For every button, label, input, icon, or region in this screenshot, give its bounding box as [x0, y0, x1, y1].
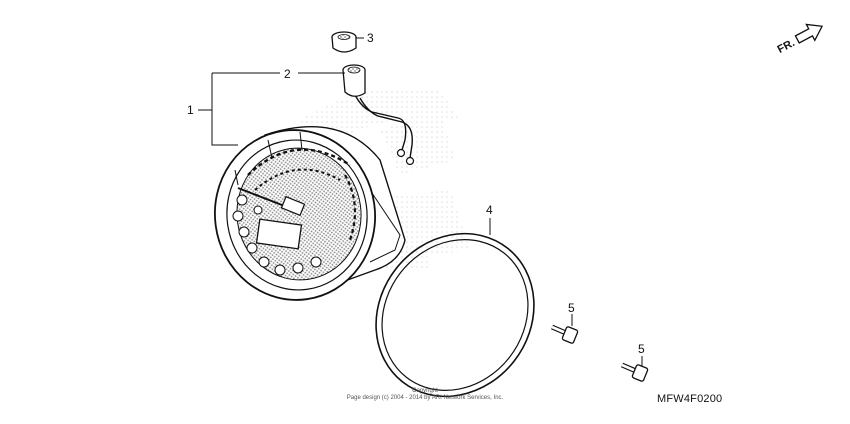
diagram-code: MFW4F0200	[657, 393, 723, 405]
meter-gasket-ring[interactable]	[344, 202, 567, 424]
screw-lower[interactable]	[621, 362, 649, 382]
callout-4: 4	[486, 203, 493, 217]
screw-upper[interactable]	[551, 324, 579, 344]
callout-5-lower: 5	[638, 342, 645, 356]
copyright-notice: Page design (c) 2004 - 2014 by ARI Netwo…	[346, 395, 504, 401]
front-direction-label: FR.	[776, 37, 797, 56]
rubber-grommet[interactable]	[331, 31, 357, 53]
leader-lines	[198, 37, 643, 366]
bulb-socket-with-wiring[interactable]	[342, 64, 415, 166]
speedometer-meter-assembly[interactable]	[204, 120, 406, 311]
front-direction-indicator: FR.	[776, 23, 824, 56]
front-arrow-icon	[794, 23, 824, 44]
copyright-heading: Copyright	[412, 388, 438, 394]
callout-3: 3	[367, 31, 374, 45]
callout-2: 2	[284, 67, 291, 81]
callout-5-upper: 5	[568, 301, 575, 315]
callout-1: 1	[187, 103, 194, 117]
